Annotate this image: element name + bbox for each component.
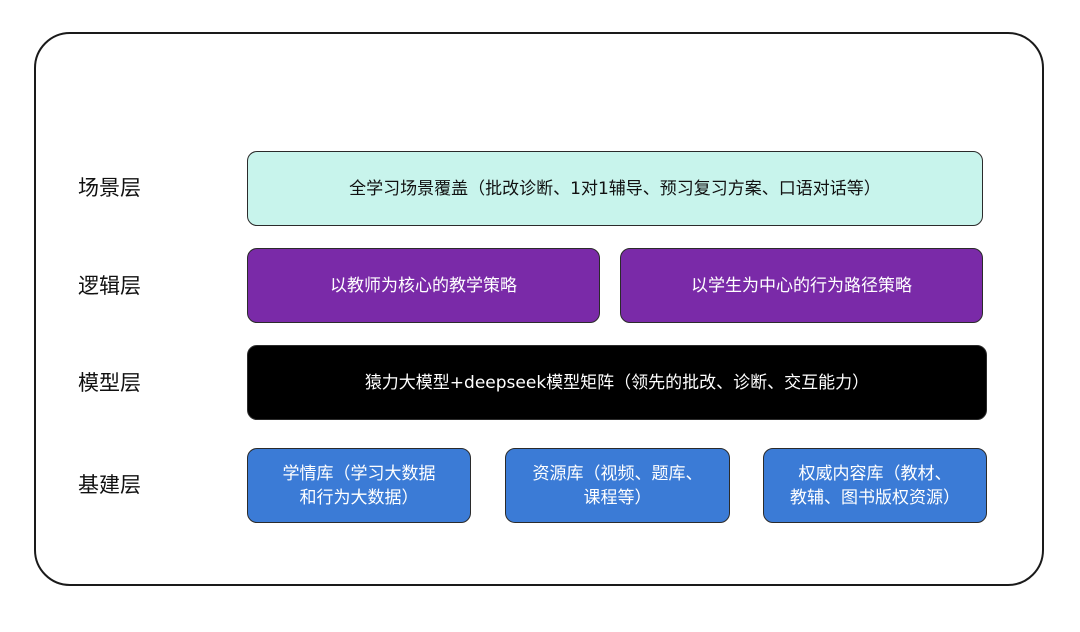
teacher-strategy-text: 以教师为核心的教学策略 xyxy=(330,275,517,296)
resource-library-line2: 课程等） xyxy=(583,487,652,508)
scene-coverage-text: 全学习场景覆盖（批改诊断、1对1辅导、预习复习方案、口语对话等） xyxy=(349,178,881,199)
learning-data-line1: 学情库（学习大数据 xyxy=(282,463,436,484)
authoritative-content-line1: 权威内容库（教材、 xyxy=(798,463,952,484)
learning-data-box: 学情库（学习大数据 和行为大数据） xyxy=(247,448,471,523)
layer-label-logic: 逻辑层 xyxy=(78,274,141,298)
layer-label-model: 模型层 xyxy=(78,371,141,395)
resource-library-box: 资源库（视频、题库、 课程等） xyxy=(505,448,730,523)
model-matrix-text: 猿力大模型+deepseek模型矩阵（领先的批改、诊断、交互能力） xyxy=(364,372,870,393)
authoritative-content-box: 权威内容库（教材、 教辅、图书版权资源） xyxy=(763,448,987,523)
student-strategy-box: 以学生为中心的行为路径策略 xyxy=(620,248,983,323)
authoritative-content-line2: 教辅、图书版权资源） xyxy=(790,487,960,508)
learning-data-line2: 和行为大数据） xyxy=(299,487,419,508)
resource-library-line1: 资源库（视频、题库、 xyxy=(532,463,703,484)
model-matrix-box: 猿力大模型+deepseek模型矩阵（领先的批改、诊断、交互能力） xyxy=(247,345,987,420)
scene-coverage-box: 全学习场景覆盖（批改诊断、1对1辅导、预习复习方案、口语对话等） xyxy=(247,151,983,226)
student-strategy-text: 以学生为中心的行为路径策略 xyxy=(691,275,912,296)
layer-label-base: 基建层 xyxy=(78,473,141,497)
layer-label-scene: 场景层 xyxy=(78,176,141,200)
teacher-strategy-box: 以教师为核心的教学策略 xyxy=(247,248,600,323)
